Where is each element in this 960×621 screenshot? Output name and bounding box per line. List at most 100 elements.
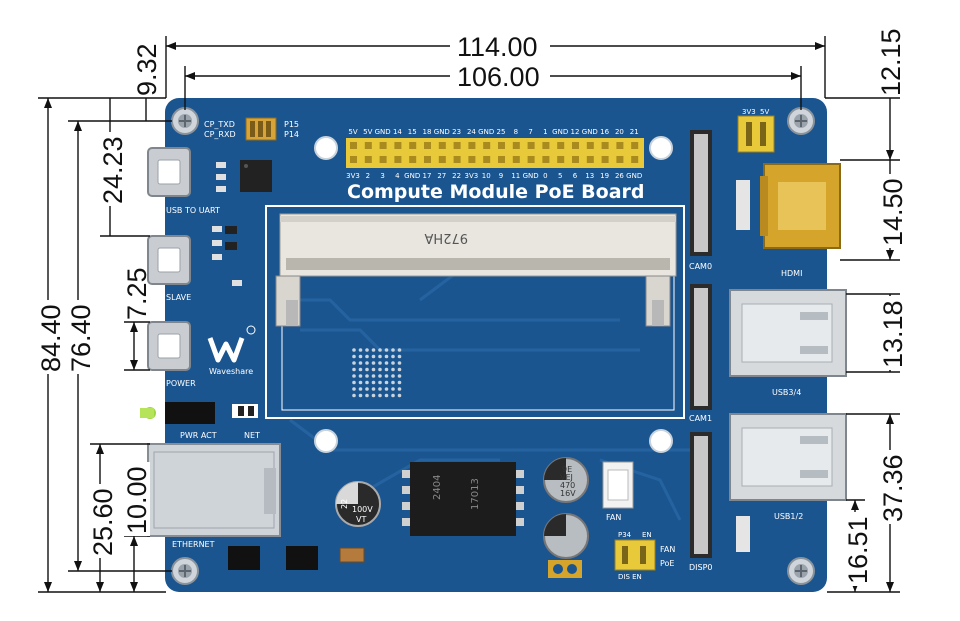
v5v-label: 5V [760, 108, 769, 116]
gpio-pin-label-top: GND [552, 128, 568, 136]
gpio-pin-label-top: 20 [615, 128, 624, 136]
gpio-pin [557, 156, 565, 163]
dim-ethernet-inner: 10.00 [122, 466, 152, 534]
via [352, 354, 356, 359]
mounting-hole-br [787, 557, 815, 585]
gpio-pin [350, 156, 357, 163]
usb34-port [729, 289, 847, 377]
gpio-pin-label-top: 23 [452, 128, 461, 136]
via [352, 393, 356, 398]
gpio-pin [409, 156, 417, 163]
gpio-pin [572, 156, 579, 163]
via [384, 387, 389, 391]
gpio-pin-label-top: 1 [543, 128, 547, 136]
via [384, 361, 389, 365]
poe-transformer [402, 462, 524, 536]
gpio-pin [379, 156, 387, 163]
gpio-pin-label-top: 14 [393, 128, 402, 136]
gpio-pin [498, 156, 505, 163]
ethernet-chips [228, 546, 318, 570]
via [352, 348, 356, 352]
via [391, 387, 395, 391]
gpio-pin-label-bottom: 11 [511, 172, 520, 180]
elcap-marking-1: 9E [562, 465, 572, 474]
ethernet-label: ETHERNET [172, 540, 215, 549]
via [378, 361, 382, 365]
gpio-pin [527, 156, 535, 163]
via [371, 387, 376, 391]
cp-rxd-label: CP_RXD [204, 130, 236, 139]
gpio-pin-label-top: 15 [408, 128, 417, 136]
cp-txd-label: CP_TXD [204, 120, 235, 129]
gpio-pin [468, 156, 476, 163]
via [371, 348, 376, 352]
gpio-pin-label-bottom: GND [523, 172, 539, 180]
gpio-pin-label-bottom: 27 [437, 172, 446, 180]
gpio-pin [424, 142, 431, 149]
gpio-pin [379, 142, 387, 149]
via [371, 380, 376, 385]
dim-bg-1450 [878, 174, 906, 248]
via [371, 354, 376, 359]
resistor-arrays [736, 180, 750, 552]
gpio-pin [364, 142, 372, 149]
via [365, 393, 369, 398]
via [371, 361, 376, 365]
gpio-pin-label-top: 25 [497, 128, 506, 136]
cam0-connector [690, 130, 712, 256]
via [352, 367, 356, 372]
gpio-pin [438, 142, 446, 149]
gpio-pin-label-bottom: 3 [380, 172, 384, 180]
dim-usb-to-uart: 24.23 [98, 136, 128, 204]
slave-port [147, 235, 191, 285]
dim-bg-2423 [98, 132, 126, 206]
p15-label: P15 [284, 120, 299, 129]
gpio-pin [616, 142, 624, 149]
gpio-pin [394, 156, 402, 163]
gpio-pin-label-top: GND [375, 128, 391, 136]
poe-label: PoE [660, 559, 675, 568]
gpio-pin-label-bottom: 3V3 [465, 172, 479, 180]
disp0-connector [690, 432, 712, 558]
gpio-pin [438, 156, 446, 163]
gpio-pin [631, 142, 639, 149]
via [358, 348, 363, 352]
gpio-pin [586, 156, 594, 163]
via [358, 354, 363, 359]
gpio-pin-label-bottom: 4 [395, 172, 400, 180]
via [365, 374, 369, 378]
via [352, 387, 356, 391]
gpio-pin [527, 142, 535, 149]
via [378, 367, 382, 372]
gpio-pin [350, 142, 357, 149]
gpio-pin-label-bottom: 19 [600, 172, 609, 180]
dc-terminal [548, 560, 582, 578]
via [378, 348, 382, 352]
dim-bg-114 [450, 32, 550, 60]
gpio-pin-label-bottom: 2 [366, 172, 370, 180]
dim-hdmi: 14.50 [878, 178, 908, 246]
gpio-pin-label-top: 7 [528, 128, 532, 136]
gpio-pin-label-top: 18 [423, 128, 432, 136]
gpio-pin-label-top: 21 [630, 128, 639, 136]
dimension-lines [38, 36, 900, 593]
via [397, 367, 402, 372]
inner-holes [314, 136, 673, 453]
dim-usb34: 13.18 [878, 300, 908, 368]
usb-to-uart-label: USB TO UART [166, 206, 220, 215]
dim-usb12-lower: 16.51 [843, 516, 873, 584]
dim-bg-3736 [878, 450, 906, 524]
cam0-label: CAM0 [689, 262, 712, 271]
power-label: POWER [166, 379, 196, 388]
gpio-pin [601, 142, 609, 149]
net-label: NET [244, 431, 260, 440]
via [378, 387, 382, 391]
gpio-pin-label-top: 5V [363, 128, 372, 136]
usb-uart-port [147, 147, 191, 197]
gpio-pin-label-bottom: 0 [543, 172, 547, 180]
dim-bg-1651 [843, 512, 871, 586]
gpio-pin-label-top: GND [434, 128, 450, 136]
dimension-arrows [44, 42, 894, 592]
